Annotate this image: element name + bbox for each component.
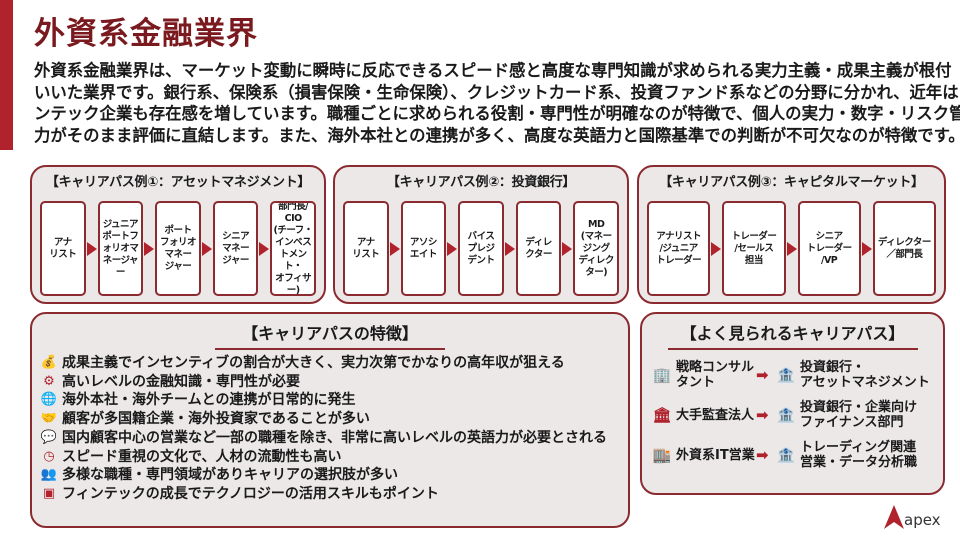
arrow-right-icon — [201, 201, 213, 296]
arrow-right-icon — [258, 201, 270, 296]
to-role: トレーディング関連 営業・データ分析職 — [800, 440, 918, 470]
from-role: 外資系IT営業 — [676, 447, 755, 463]
career-step: アナ リスト — [343, 201, 389, 296]
bank-icon: 🏦 — [776, 445, 796, 464]
intro-line: いいた業界です。銀行系、保険系（損害保険・生命保険）、クレジットカード系、投資フ… — [34, 82, 960, 102]
institution-icon: 🏛 — [652, 405, 672, 424]
career-step: 部門長/ CIO (チーフ・ インベス トメント・ オフィサー) — [270, 201, 316, 296]
building-icon: 🏬 — [652, 445, 672, 464]
chip-icon: ▣ — [42, 485, 56, 501]
people-icon: 👥 — [40, 467, 58, 483]
arrow-right-icon: ➡ — [756, 365, 769, 384]
path-title: 【キャリアパス例③：キャピタルマーケット】 — [659, 175, 924, 190]
feature-item: 💬国内顧客中心の営業など一部の職種を除き、非常に高いレベルの英語力が必要とされる — [40, 429, 628, 448]
career-path-capital-markets: 【キャリアパス例③：キャピタルマーケット】アナリスト /ジュニア トレーダートレ… — [637, 165, 946, 304]
arrow-right-icon — [504, 201, 516, 296]
common-paths-panel: 【よく見られるキャリアパス】 🏢戦略コンサル タント➡🏦投資銀行・ アセットマネ… — [640, 312, 945, 495]
arrow-right-icon — [861, 201, 873, 296]
feature-item: 🌐海外本社・海外チームとの連携が日常的に発生 — [40, 391, 628, 410]
arrow-right-icon — [143, 201, 155, 296]
intro-text: 外資系金融業界は、マーケット変動に瞬時に反応できるスピード感と高度な専門知識が求… — [34, 60, 960, 146]
career-step: アナリスト /ジュニア トレーダー — [647, 201, 711, 296]
apex-logo-icon — [884, 505, 904, 529]
career-transition-row: 🏢戦略コンサル タント➡ 🏦投資銀行・ アセットマネジメント — [652, 360, 943, 390]
divider — [667, 348, 918, 350]
career-path-asset-management: 【キャリアパス例①：アセットマネジメント】アナ リストジュニア ポートフ ォリオ… — [30, 165, 326, 304]
page-title: 外資系金融業界 — [34, 16, 258, 52]
feature-item: 👥多様な職種・専門領域がありキャリアの選択肢が多い — [40, 466, 628, 485]
arrow-right-icon — [389, 201, 401, 296]
feature-text: フィンテックの成長でテクノロジーの活用スキルもポイント — [62, 485, 439, 502]
career-step: ディレ クター — [515, 201, 562, 296]
intro-line: ンテック企業も存在感を増しています。職種ごとに求められる役割・専門性が明確なのが… — [34, 104, 960, 123]
career-flow: アナリスト /ジュニア トレーダートレーダー /セールス 担当シニア トレーダー… — [647, 201, 936, 296]
globe-icon: 🌐 — [40, 392, 58, 408]
career-step: アナ リスト — [40, 201, 86, 296]
divider — [215, 348, 445, 350]
clock-icon: ◷ — [43, 448, 55, 464]
career-step: バイス プレジ デント — [458, 201, 504, 296]
career-transition-row: 🏬外資系IT営業➡ 🏦トレーディング関連 営業・データ分析職 — [652, 440, 943, 470]
to-role: 投資銀行・企業向け ファイナンス部門 — [800, 400, 918, 430]
arrow-right-icon — [446, 201, 458, 296]
money-hand-icon: 💰 — [40, 355, 58, 370]
career-step: MD (マネー ジング ディレク ター) — [573, 201, 619, 296]
career-step: アソシ エイト — [400, 201, 447, 296]
feature-item: ◷ スピード重視の文化で、人材の流動性も高い — [40, 448, 628, 467]
career-step: シニア トレーダー /VP — [797, 201, 861, 296]
feature-text: 国内顧客中心の営業など一部の職種を除き、非常に高いレベルの英語力が必要とされる — [62, 429, 608, 446]
logo-text: apex — [904, 511, 941, 529]
arrow-right-icon — [86, 201, 98, 296]
career-step: ポート フォリオ マネー ジャー — [155, 201, 201, 296]
career-step: ジュニア ポートフ ォリオマ ネージャー — [97, 201, 144, 296]
feature-item: ▣ フィンテックの成長でテクノロジーの活用スキルもポイント — [40, 485, 628, 504]
intro-line: 外資系金融業界は、マーケット変動に瞬時に反応できるスピード感と高度な専門知識が求… — [34, 61, 952, 80]
career-step: トレーダー /セールス 担当 — [722, 201, 786, 296]
arrow-right-icon — [786, 201, 798, 296]
feature-item: ⚙ 高いレベルの金融知識・専門性が必要 — [40, 373, 628, 392]
feature-text: 顧客が多国籍企業・海外投資家であることが多い — [62, 411, 370, 428]
intro-line: 力がそのまま評価に直結します。また、海外本社との連携が多く、高度な英語力と国際基… — [34, 125, 960, 145]
feature-text: 高いレベルの金融知識・専門性が必要 — [62, 373, 300, 390]
path-title: 【キャリアパス例①：アセットマネジメント】 — [45, 175, 311, 190]
feature-item: 🤝顧客が多国籍企業・海外投資家であることが多い — [40, 410, 628, 429]
features-list: 💰 成果主義でインセンティブの割合が大きく、実力次第でかなりの高年収が狙える ⚙ 高い… — [40, 354, 628, 504]
bank-icon: 🏦 — [776, 405, 796, 424]
career-transition-row: 🏛大手監査法人➡ 🏦投資銀行・企業向け ファイナンス部門 — [652, 400, 943, 430]
office-network-icon: 🏢 — [652, 365, 672, 384]
career-step: ディレクター ／部門長 — [872, 201, 936, 296]
arrow-right-icon — [710, 201, 722, 296]
arrow-right-icon — [561, 201, 573, 296]
handshake-icon: 🤝 — [40, 411, 58, 427]
feature-text: 成果主義でインセンティブの割合が大きく、実力次第でかなりの高年収が狙える — [62, 355, 565, 371]
from-role: 戦略コンサル タント — [676, 360, 755, 390]
features-title: 【キャリアパスの特徴】 — [242, 324, 418, 343]
from-role: 大手監査法人 — [676, 407, 755, 423]
feature-item: 💰 成果主義でインセンティブの割合が大きく、実力次第でかなりの高年収が狙える — [40, 354, 628, 373]
path-title: 【キャリアパス例②：投資銀行】 — [386, 175, 576, 190]
arrow-right-icon: ➡ — [756, 445, 769, 464]
accent-bar — [0, 0, 13, 150]
feature-text: 多様な職種・専門領域がありキャリアの選択肢が多い — [62, 467, 398, 484]
bank-icon: 🏦 — [776, 365, 796, 384]
apex-logo: apex — [884, 505, 941, 529]
to-role: 投資銀行・ アセットマネジメント — [800, 360, 930, 390]
career-features-panel: 【キャリアパスの特徴】 💰 成果主義でインセンティブの割合が大きく、実力次第でかな… — [30, 312, 630, 528]
career-path-investment-bank: 【キャリアパス例②：投資銀行】アナ リストアソシ エイトバイス プレジ デントデ… — [333, 165, 629, 304]
common-title: 【よく見られるキャリアパス】 — [680, 324, 905, 343]
chat-icon: 💬 — [40, 429, 58, 445]
gear-icon: ⚙ — [43, 373, 55, 389]
arrow-right-icon: ➡ — [756, 405, 769, 424]
career-flow: アナ リストジュニア ポートフ ォリオマ ネージャーポート フォリオ マネー ジ… — [40, 201, 316, 296]
feature-text: スピード重視の文化で、人材の流動性も高い — [62, 448, 342, 465]
feature-text: 海外本社・海外チームとの連携が日常的に発生 — [62, 392, 356, 409]
career-step: シニア マネー ジャー — [212, 201, 259, 296]
